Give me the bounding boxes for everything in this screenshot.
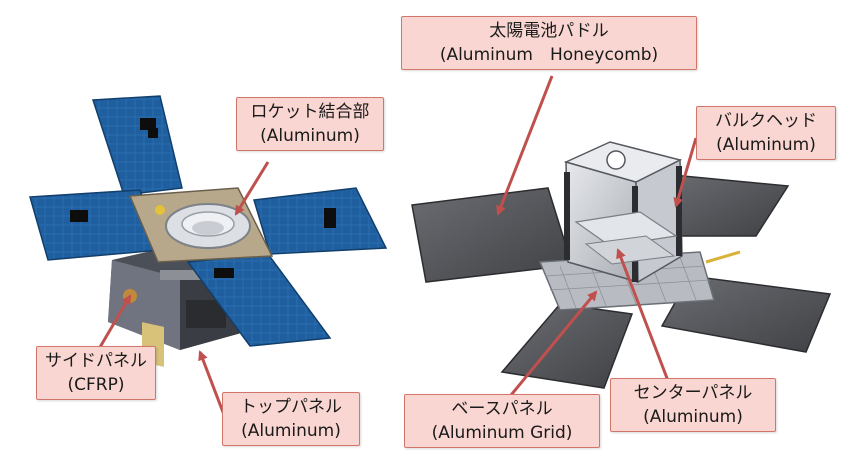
label-rocket-adapter-jp: ロケット結合部 [250, 102, 370, 122]
label-center-panel: センターパネル (Aluminum) [610, 378, 776, 432]
rocket-adapter-ring [165, 203, 251, 249]
label-side-panel-jp: サイドパネル [45, 351, 147, 371]
label-bulkhead-en: (Aluminum) [716, 135, 816, 155]
callout-arrows [94, 75, 698, 421]
arrow-rocket-adapter [234, 161, 270, 216]
arrow-bulkhead [673, 137, 698, 208]
right-satellite [411, 141, 832, 389]
arrow-solar-paddle [496, 75, 554, 216]
arrow-side-panel [94, 294, 132, 355]
label-side-panel-en: (CFRP) [67, 375, 125, 395]
label-base-panel-jp: ベースパネル [451, 399, 553, 419]
label-center-panel-en: (Aluminum) [643, 407, 743, 427]
label-bulkhead-jp: バルクヘッド [715, 111, 817, 131]
arrow-base-panel [500, 290, 598, 407]
label-solar-paddle-jp: 太陽電池パドル [489, 21, 609, 41]
solar-paddle-lower-left [500, 303, 634, 389]
label-base-panel-en: (Aluminum Grid) [431, 423, 573, 443]
label-top-panel-en: (Aluminum) [241, 421, 341, 441]
center-panel [574, 211, 678, 247]
label-top-panel: トップパネル (Aluminum) [222, 392, 360, 446]
label-rocket-adapter: ロケット結合部 (Aluminum) [236, 97, 384, 151]
label-bulkhead: バルクヘッド (Aluminum) [696, 106, 836, 160]
arrow-center-panel [616, 248, 672, 387]
label-base-panel: ベースパネル (Aluminum Grid) [404, 394, 600, 448]
label-solar-paddle: 太陽電池パドル (Aluminum Honeycomb) [401, 16, 697, 70]
label-top-panel-jp: トップパネル [240, 397, 342, 417]
solar-panel-right [253, 187, 388, 255]
label-rocket-adapter-en: (Aluminum) [260, 126, 360, 146]
arrow-top-panel [198, 350, 228, 421]
solar-panel-upper-left [91, 95, 183, 196]
left-satellite [29, 95, 388, 367]
label-solar-paddle-en: (Aluminum Honeycomb) [439, 45, 659, 65]
label-center-panel-jp: センターパネル [633, 383, 753, 403]
label-side-panel: サイドパネル (CFRP) [36, 346, 156, 400]
